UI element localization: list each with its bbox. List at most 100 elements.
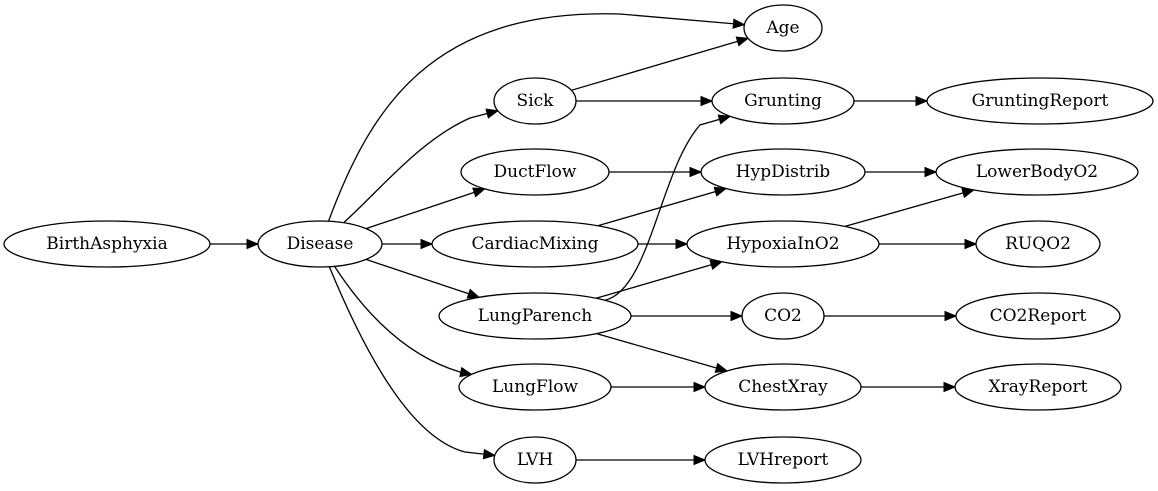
node-label: XrayReport (989, 377, 1088, 397)
node-label: RUQO2 (1005, 234, 1071, 254)
arrowhead-icon (485, 108, 500, 119)
arrowhead-icon (944, 310, 958, 322)
edge-hypoxiaino2-to-ruqo2 (879, 238, 978, 250)
edge-disease-to-lungparench (365, 258, 481, 299)
node-label: ChestXray (738, 377, 828, 397)
node-ellipse (458, 363, 612, 411)
edge-ductflow-to-hypdistrib (609, 166, 703, 178)
node-sick: Sick (493, 77, 577, 125)
edge-line (604, 118, 720, 301)
node-ellipse (975, 220, 1101, 268)
edge-chestxray-to-xrayreport (861, 381, 957, 393)
edge-line (597, 190, 716, 227)
node-birthasphyxia: BirthAsphyxia (3, 220, 211, 268)
node-xrayreport: XrayReport (954, 363, 1122, 411)
edge-lungparench-to-co2 (631, 310, 744, 322)
node-ellipse (935, 148, 1139, 196)
arrowhead-icon (700, 95, 714, 107)
edge-line (328, 266, 484, 455)
node-ellipse (438, 292, 632, 340)
node-label: BirthAsphyxia (46, 234, 167, 254)
edge-line (595, 264, 712, 299)
edge-sick-to-age (571, 36, 750, 91)
arrowhead-icon (924, 166, 938, 178)
node-ellipse (493, 77, 577, 125)
node-label: LungParench (478, 306, 593, 326)
edge-lungparench-to-hypoxiaino2 (595, 259, 724, 299)
arrowhead-icon (730, 310, 744, 322)
node-age: Age (743, 4, 823, 52)
node-ellipse (955, 292, 1121, 340)
node-lungflow: LungFlow (458, 363, 612, 411)
edge-line (571, 40, 738, 91)
edge-line (596, 333, 717, 369)
edge-disease-to-lvh (328, 266, 497, 460)
node-grunting: Grunting (711, 77, 855, 125)
node-hypoxiaino2: HypoxiaInO2 (686, 220, 880, 268)
edge-cardiacmixing-to-hypdistrib (597, 186, 728, 227)
node-label: CardiacMixing (472, 234, 599, 254)
edge-disease-to-cardiacmixing (382, 238, 434, 250)
node-label: Disease (287, 234, 354, 254)
edge-line (365, 258, 469, 295)
arrowhead-icon (459, 366, 473, 378)
node-ellipse (460, 148, 610, 196)
arrowhead-icon (246, 238, 260, 250)
node-label: Sick (517, 91, 555, 111)
node-ellipse (3, 220, 211, 268)
node-label: LVHreport (738, 450, 829, 470)
node-label: LVH (517, 450, 553, 470)
edge-line (327, 13, 734, 222)
node-label: GruntingReport (972, 91, 1109, 111)
node-gruntingreport: GruntingReport (926, 77, 1154, 125)
node-ellipse (493, 436, 577, 484)
node-label: LungFlow (492, 377, 579, 397)
node-ellipse (704, 363, 862, 411)
edge-disease-to-ductflow (365, 187, 486, 230)
node-co2: CO2 (741, 292, 825, 340)
edges-layer (210, 13, 978, 466)
arrowhead-icon (714, 362, 729, 373)
node-ellipse (711, 77, 855, 125)
arrowhead-icon (420, 238, 434, 250)
node-co2report: CO2Report (955, 292, 1121, 340)
arrowhead-icon (693, 381, 707, 393)
arrowhead-icon (717, 114, 732, 125)
node-lungparench: LungParench (438, 292, 632, 340)
node-disease: Disease (257, 220, 383, 268)
node-ellipse (686, 220, 880, 268)
node-label: CO2 (764, 306, 802, 326)
arrowhead-icon (466, 288, 481, 299)
node-label: HypDistrib (736, 162, 830, 182)
arrowhead-icon (732, 18, 746, 29)
node-lowerbodyo2: LowerBodyO2 (935, 148, 1139, 196)
arrowhead-icon (472, 187, 486, 198)
edge-sick-to-grunting (576, 95, 714, 107)
node-label: Age (765, 18, 799, 38)
node-ellipse (257, 220, 383, 268)
node-hypdistrib: HypDistrib (700, 148, 866, 196)
node-ellipse (700, 148, 866, 196)
node-ellipse (926, 77, 1154, 125)
edge-grunting-to-gruntingreport (854, 95, 929, 107)
node-label: CO2Report (990, 306, 1087, 326)
node-label: Grunting (744, 91, 822, 111)
node-ellipse (704, 436, 862, 484)
edge-line (844, 192, 964, 228)
arrowhead-icon (964, 238, 978, 250)
node-ellipse (954, 363, 1122, 411)
edge-lvh-to-lvhreport (576, 454, 707, 466)
arrowhead-icon (482, 448, 497, 460)
edge-line (343, 112, 488, 224)
arrowhead-icon (713, 186, 728, 197)
node-ellipse (431, 220, 639, 268)
arrowhead-icon (693, 454, 707, 466)
arrowhead-icon (943, 381, 957, 393)
edge-disease-to-sick (343, 108, 500, 224)
node-chestxray: ChestXray (704, 363, 862, 411)
edge-line (334, 266, 461, 373)
edge-cardiacmixing-to-hypoxiaino2 (638, 238, 689, 250)
node-ellipse (741, 292, 825, 340)
edge-birthasphyxia-to-disease (210, 238, 260, 250)
